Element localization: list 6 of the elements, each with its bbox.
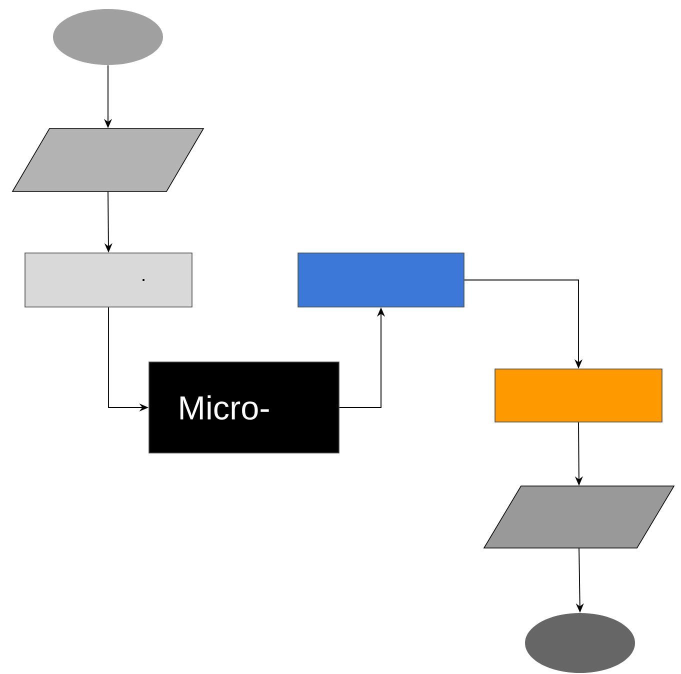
terminal-ellipse xyxy=(525,613,635,673)
terminal-ellipse xyxy=(53,9,163,65)
process-box: . xyxy=(24,252,192,308)
process-box xyxy=(494,368,662,422)
process-box: Micro- xyxy=(148,362,340,454)
process-box xyxy=(298,252,464,308)
